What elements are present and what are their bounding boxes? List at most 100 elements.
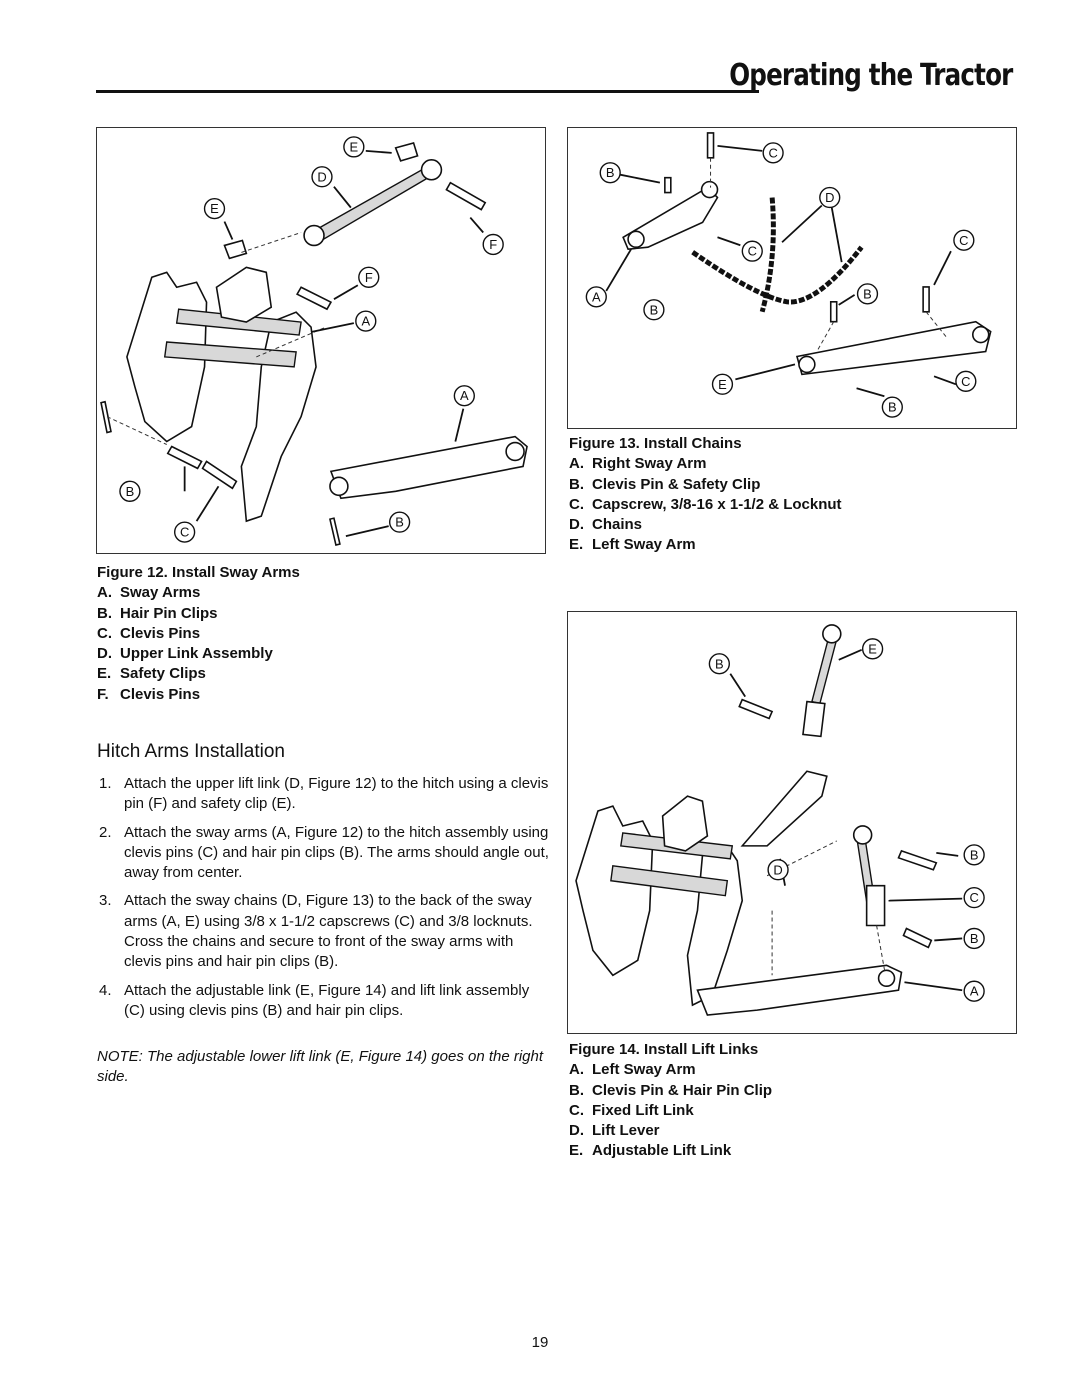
callout-f-right: F — [482, 233, 504, 256]
left-sway-arm-pivot — [798, 355, 816, 374]
step-item: 4.Attach the adjustable link (E, Figure … — [99, 981, 530, 1019]
callout-b-top: B — [599, 162, 621, 184]
callout-b-left: B — [119, 480, 141, 502]
svg-text:B: B — [888, 400, 897, 415]
section-title: Hitch Arms Installation — [97, 741, 285, 762]
svg-text:D: D — [773, 862, 782, 877]
clevis-pin-b-top — [664, 176, 672, 194]
svg-text:F: F — [489, 237, 497, 252]
svg-text:E: E — [868, 641, 877, 656]
callout-c: C — [963, 886, 985, 909]
clevis-pin-lower-1 — [166, 445, 203, 470]
legend-item: E.Left Sway Arm — [569, 536, 696, 554]
leader-arrow — [838, 648, 863, 661]
clevis-pin-b-lower — [902, 927, 933, 949]
leader-arrow — [729, 673, 746, 698]
leader-arrow — [469, 216, 484, 234]
fixed-link-clevis — [865, 884, 886, 927]
callout-c-right: C — [953, 229, 975, 251]
figure-14-title: Figure 14. Install Lift Links — [569, 1041, 759, 1058]
leader-arrow — [454, 408, 465, 442]
callout-b-right: B — [963, 844, 985, 866]
adjustable-link-rod — [811, 636, 838, 705]
fixed-link-eye — [852, 825, 873, 845]
legend-item: D.Upper Link Assembly — [97, 645, 273, 663]
clevis-pin-middle — [296, 286, 333, 311]
leader-arrow — [619, 173, 661, 184]
leader-arrow — [735, 363, 796, 381]
callout-c-top: C — [762, 142, 784, 164]
sway-arm — [329, 435, 528, 500]
chains-diagram: C B D C C A B B E C B — [585, 132, 992, 418]
step-item: 1.Attach the upper lift link (D, Figure … — [99, 775, 549, 813]
leader-arrow — [717, 144, 763, 152]
figure-13-title: Figure 13. Install Chains — [569, 435, 742, 452]
legend-item: C.Clevis Pins — [97, 624, 201, 642]
leader-arrow — [717, 236, 741, 247]
svg-text:B: B — [126, 484, 135, 499]
instruction-steps: 1.Attach the upper lift link (D, Figure … — [99, 774, 549, 1029]
svg-text:A: A — [460, 388, 469, 403]
figure-12-caption: Figure 12. Install Sway Arms A.Sway Arms… — [97, 563, 537, 705]
figure-13-illustration: C B D C C A B B E C B — [567, 127, 1017, 429]
svg-text:E: E — [210, 201, 219, 216]
capscrew-right — [922, 286, 930, 313]
legend-item: A.Sway Arms — [97, 584, 201, 602]
adjustable-link-clevis — [802, 700, 826, 738]
svg-text:C: C — [768, 145, 777, 160]
figure-14-illustration: E B B D C B A — [567, 611, 1017, 1034]
callout-b-left: B — [643, 299, 665, 321]
alignment-line — [766, 840, 838, 877]
clevis-pin-upper — [445, 181, 487, 211]
chain-right — [691, 245, 864, 305]
leader-arrow — [830, 207, 843, 263]
sway-arm-pivot — [329, 476, 349, 497]
page-number: 19 — [531, 1334, 549, 1351]
left-sway-arm — [795, 320, 992, 376]
legend-item: E.Safety Clips — [97, 665, 206, 683]
safety-clip-top — [394, 141, 419, 162]
hair-pin-clip-left — [100, 400, 112, 434]
callout-e-left: E — [203, 197, 226, 220]
callout-b-bottom: B — [881, 396, 903, 418]
legend-item: A.Left Sway Arm — [569, 1061, 696, 1079]
left-sway-arm — [696, 964, 903, 1016]
callout-a: A — [963, 980, 985, 1002]
legend-item: C.Fixed Lift Link — [569, 1101, 694, 1119]
legend-item: B.Clevis Pin & Safety Clip — [569, 475, 761, 493]
callout-e-top: E — [343, 136, 365, 158]
svg-text:B: B — [650, 302, 659, 317]
svg-text:B: B — [715, 656, 724, 671]
svg-text:C: C — [959, 233, 968, 248]
legend-item: F.Clevis Pins — [97, 685, 201, 703]
callout-a: A — [585, 286, 607, 308]
svg-text:F: F — [365, 270, 373, 285]
svg-text:C: C — [180, 525, 189, 540]
legend-item: D.Lift Lever — [569, 1122, 660, 1140]
upper-link-eye-rear — [303, 224, 325, 247]
callout-e: E — [711, 373, 734, 395]
callout-e: E — [861, 638, 884, 660]
leader-arrow — [223, 221, 234, 240]
cross-tube-lower — [610, 865, 729, 897]
lift-links-diagram: E B B D C B A — [575, 624, 985, 1016]
leader-arrow — [333, 284, 359, 300]
leader-arrow — [856, 387, 885, 398]
callout-c-bottom: C — [955, 370, 977, 392]
figure-12-illustration: E D E F F A A B C B — [96, 127, 546, 554]
alignment-line — [816, 321, 835, 352]
legend-item: D.Chains — [569, 516, 643, 534]
leader-arrow — [365, 149, 392, 154]
capscrew-top — [706, 132, 715, 159]
clevis-pin-b-middle — [829, 301, 838, 323]
callout-d: D — [767, 859, 789, 881]
svg-text:D: D — [825, 190, 834, 205]
alignment-line — [876, 925, 886, 971]
leader-arrow — [933, 250, 952, 286]
clevis-pin-b-top — [738, 698, 774, 720]
upper-bracket — [661, 795, 709, 852]
alignment-line — [925, 311, 947, 337]
adjustable-link-eye — [822, 624, 842, 644]
leader-arrow — [345, 525, 389, 537]
sway-arm-end — [505, 441, 525, 462]
